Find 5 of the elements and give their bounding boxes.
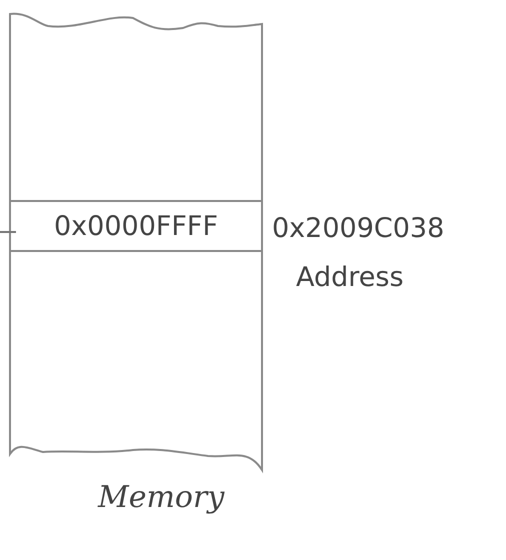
node-label: Memory <box>98 480 224 515</box>
address-label: Address <box>296 262 404 293</box>
cell-value: 0x0000FFFF <box>54 210 218 242</box>
memory-cell <box>10 200 262 252</box>
address-value: 0x2009C038 <box>272 213 444 244</box>
